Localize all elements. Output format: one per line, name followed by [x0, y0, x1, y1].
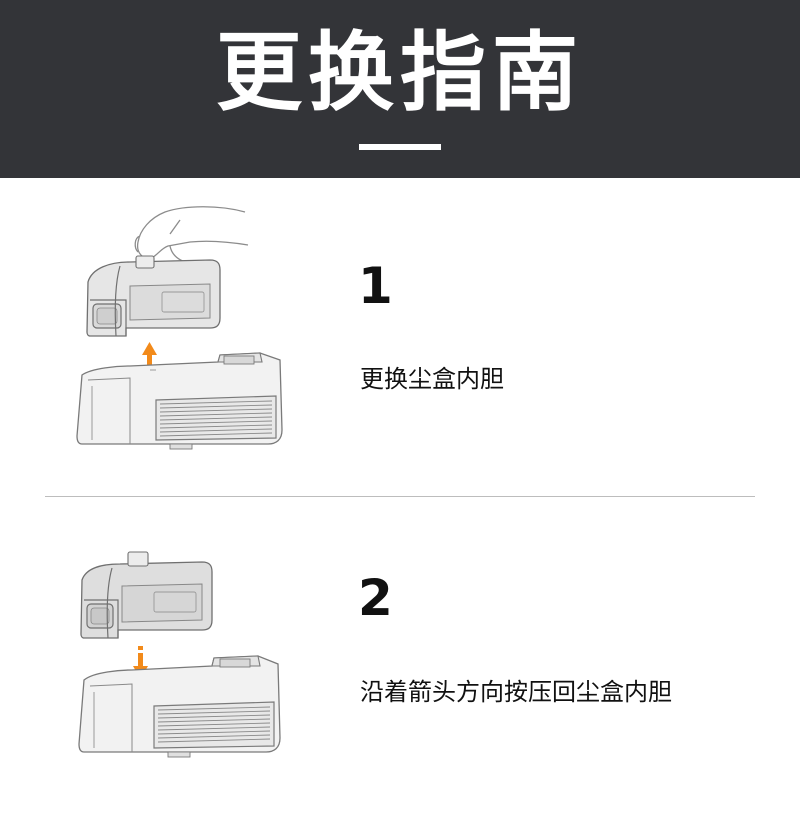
step-2: 2 沿着箭头方向按压回尘盒内胆 — [0, 520, 800, 820]
step-number: 2 — [358, 569, 393, 627]
step-instruction: 沿着箭头方向按压回尘盒内胆 — [360, 678, 672, 706]
title-underline — [359, 144, 441, 150]
page-title: 更换指南 — [216, 23, 584, 123]
step-1: 1 更换尘盒内胆 — [0, 190, 800, 490]
step-instruction: 更换尘盒内胆 — [360, 365, 504, 393]
arrow-up-icon — [142, 342, 157, 372]
step-1-illustration — [76, 206, 283, 450]
filter-housing-icon — [78, 655, 281, 758]
step-number: 1 — [358, 257, 393, 315]
dust-box-icon — [86, 255, 221, 337]
step-2-illustration — [78, 551, 281, 758]
hand-lift-icon — [134, 206, 249, 265]
filter-housing-icon — [76, 352, 283, 450]
header-banner: 更换指南 — [0, 0, 800, 178]
dust-box-icon — [80, 551, 213, 639]
section-divider — [45, 496, 755, 497]
